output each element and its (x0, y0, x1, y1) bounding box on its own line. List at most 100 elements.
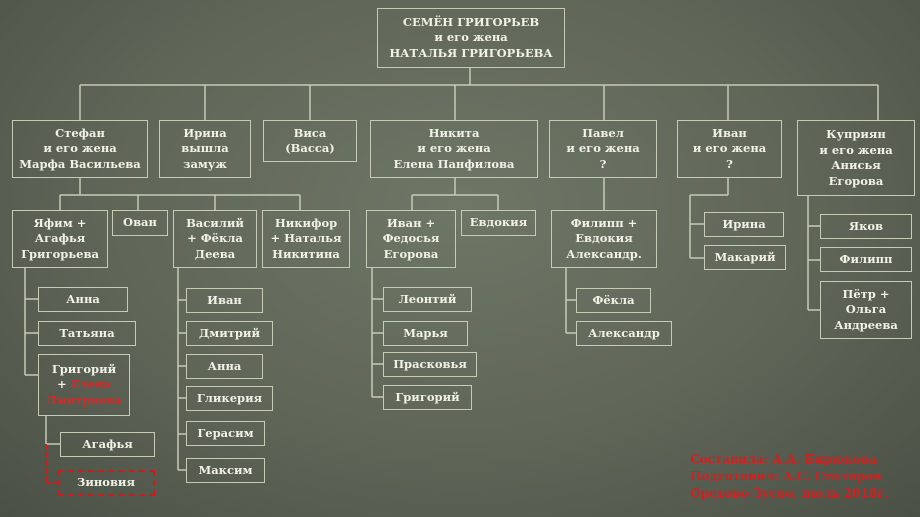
agafya-name: Агафья (82, 436, 133, 451)
filipp-child-box: Александр (576, 321, 672, 346)
vasily-child-name: Иван (207, 292, 242, 307)
nikifor-wife-last: Никитина (272, 246, 340, 261)
ivan-nikita-child-name: Леонтий (398, 291, 457, 306)
ovan-box: Ован (112, 210, 168, 236)
ivan-name: Иван (712, 125, 747, 140)
ivan-nikita-child-name: Прасковья (393, 356, 467, 371)
irina-note-1: вышла (181, 141, 229, 156)
zinoviya-name: Зиновия (77, 475, 135, 490)
filipp-pavel-wife-last: Александр. (566, 246, 642, 261)
vasily-wife-last: Деева (194, 246, 236, 261)
ivan-nikita-name: Иван + (386, 215, 436, 230)
vasily-child-name: Гликерия (196, 390, 263, 405)
evdokiya-box: Евдокия (461, 210, 536, 236)
ivan-child-box: Ирина (704, 212, 784, 237)
root-wife: НАТАЛЬЯ ГРИГОРЬЕВА (389, 45, 553, 60)
evdokiya-name: Евдокия (469, 215, 528, 230)
anna-yafim-name: Анна (66, 291, 100, 306)
petr-box: Пётр + Ольга Андреева (820, 281, 912, 339)
nikita-wife: Елена Панфилова (393, 156, 515, 171)
petr-wife-last: Андреева (834, 317, 898, 332)
filipp-kupriyan-box: Филипп (820, 247, 912, 272)
petr-wife-first: Ольга (845, 302, 887, 317)
nikita-conjunction: и его жена (417, 141, 491, 156)
agafya-box: Агафья (60, 432, 155, 457)
ivan-nikita-child-box: Григорий (383, 385, 472, 410)
root-conjunction: и его жена (434, 30, 508, 45)
yafim-box: Яфим + Агафья Григорьева (12, 210, 108, 268)
kupriyan-conjunction: и его жена (819, 142, 893, 157)
kupriyan-name: Куприян (826, 127, 886, 141)
filipp-child-name: Александр (588, 325, 660, 340)
ivan-child-name: Ирина (722, 216, 766, 231)
credits-compiled-by: Составила: А.А. Бирюкова (690, 452, 877, 466)
ivan-box: Иван и его жена ? (677, 120, 782, 178)
ivan-nikita-wife-first: Федосья (382, 231, 440, 246)
nikifor-box: Никифор + Наталья Никитина (262, 210, 350, 268)
tatyana-name: Татьяна (59, 325, 115, 340)
ivan-nikita-child-box: Леонтий (383, 287, 472, 312)
ivan-nikita-child-box: Прасковья (383, 352, 477, 377)
vasily-child-name: Максим (198, 462, 253, 477)
ivan-nikita-child-box: Марья (383, 321, 468, 346)
pavel-conjunction: и его жена (566, 141, 640, 156)
nikita-box: Никита и его жена Елена Панфилова (370, 120, 538, 178)
grigory-box: Григорий + Елена Дмитриева (38, 354, 130, 416)
nikifor-name: Никифор (274, 215, 338, 230)
irina-box: Ирина вышла замуж (159, 120, 251, 178)
vasily-child-name: Дмитрий (199, 325, 260, 340)
vasily-wife-first: + Фёкла (187, 231, 243, 246)
kupriyan-box: Куприян и его жена Анисья Егорова (797, 120, 915, 196)
stefan-wife: Марфа Васильева (19, 156, 141, 171)
stefan-conjunction: и его жена (43, 141, 117, 156)
grigory-name: Григорий (51, 361, 117, 376)
vasily-child-box: Дмитрий (186, 321, 273, 346)
pavel-name: Павел (582, 125, 624, 140)
grigory-wife-first: Елена (70, 377, 111, 392)
vasily-name: Василий (186, 215, 244, 230)
stefan-name: Стефан (55, 125, 105, 140)
ivan-nikita-wife-last: Егорова (383, 246, 439, 261)
vasily-child-box: Максим (186, 458, 265, 483)
filipp-kupriyan-name: Филипп (839, 251, 893, 266)
ivan-child-name: Макарий (714, 249, 776, 264)
vasily-box: Василий + Фёкла Деева (173, 210, 257, 268)
vasily-child-name: Герасим (197, 425, 254, 440)
grigory-wife-last: Дмитриева (46, 392, 122, 407)
kupriyan-wife-last: Егорова (828, 173, 884, 188)
yafim-name: Яфим + (33, 215, 87, 230)
credits: Составила: А.А. Бирюкова Подготовил: А.С… (690, 451, 915, 502)
visa-name: Виса (293, 125, 327, 140)
grigory-wife-line: + Елена (57, 377, 111, 393)
kupriyan-wife-first: Анисья (831, 158, 881, 172)
root-couple-box: СЕМЁН ГРИГОРЬЕВ и его жена НАТАЛЬЯ ГРИГО… (377, 8, 565, 68)
ivan-nikita-child-name: Григорий (395, 389, 460, 404)
yakov-name: Яков (848, 218, 884, 233)
ivan-child-box: Макарий (704, 245, 786, 270)
yafim-wife-last: Григорьева (21, 246, 99, 261)
pavel-box: Павел и его жена ? (549, 120, 657, 178)
grigory-plus: + (57, 377, 71, 392)
visa-box: Виса (Васса) (263, 120, 357, 162)
yakov-box: Яков (820, 214, 912, 239)
pavel-wife: ? (599, 156, 607, 171)
filipp-pavel-wife-first: Евдокия (575, 231, 633, 246)
ivan-nikita-box: Иван + Федосья Егорова (366, 210, 456, 268)
petr-name: Пётр + (842, 286, 890, 301)
stefan-box: Стефан и его жена Марфа Васильева (12, 120, 148, 178)
ivan-wife: ? (726, 156, 733, 171)
vasily-child-name: Анна (207, 358, 242, 373)
irina-note-2: замуж (183, 156, 227, 171)
vasily-child-box: Герасим (186, 421, 265, 446)
ivan-nikita-child-name: Марья (403, 325, 448, 340)
zinoviya-box: Зиновия (57, 470, 155, 496)
visa-alt-name: (Васса) (285, 141, 335, 155)
filipp-pavel-name: Филипп + (570, 215, 638, 230)
nikita-name: Никита (428, 125, 480, 140)
ivan-conjunction: и его жена (692, 141, 767, 156)
credits-prepared-by: Подготовил: А.С. Столяров (690, 469, 882, 483)
yafim-wife-first: Агафья (34, 231, 86, 246)
nikifor-wife-first: + Наталья (270, 231, 342, 246)
root-husband: СЕМЁН ГРИГОРЬЕВ (402, 14, 540, 29)
ovan-name: Ован (123, 215, 157, 230)
